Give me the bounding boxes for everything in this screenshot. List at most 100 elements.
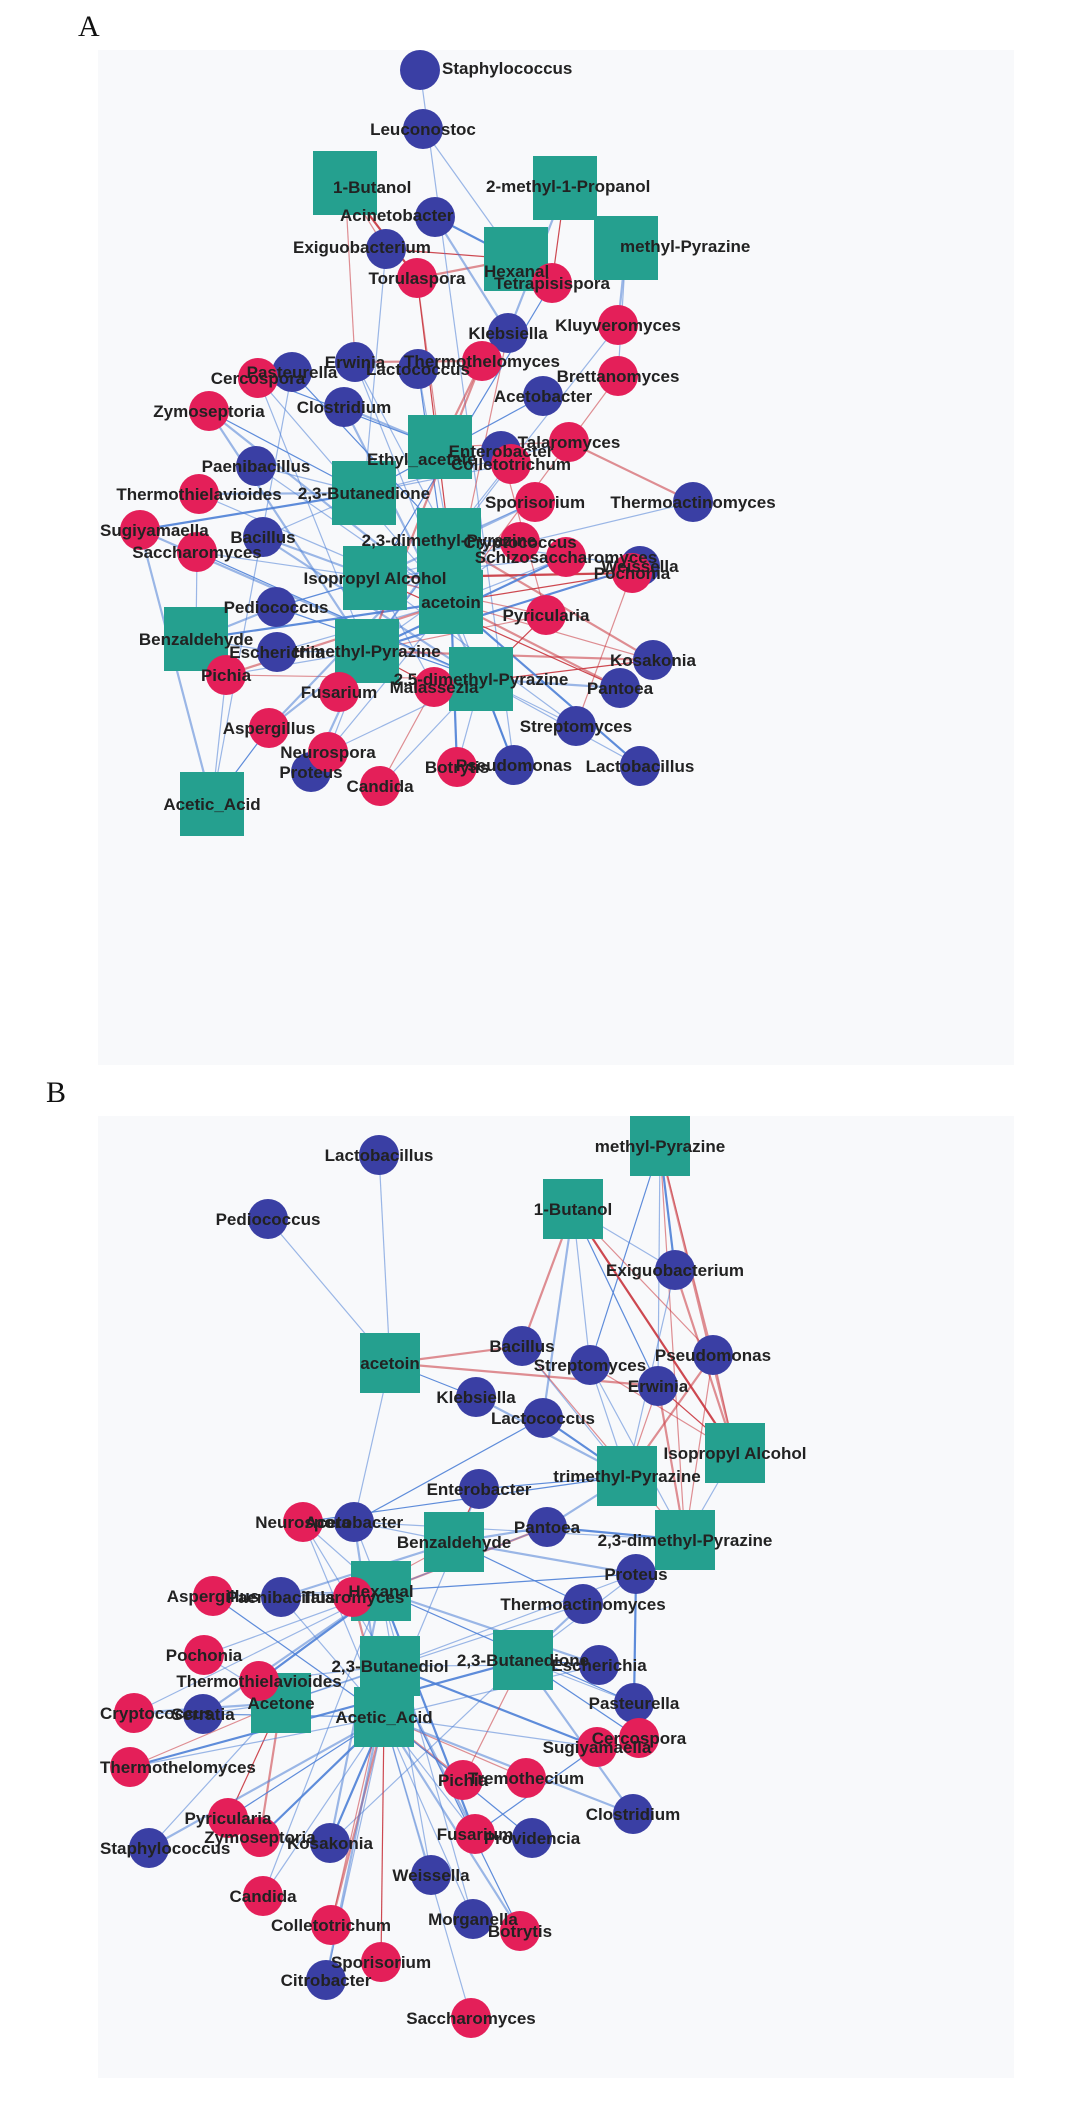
fungi-node-cryptococcus [114,1693,154,1733]
compound-node-methyl-pyrazine [630,1116,690,1176]
node-label: methyl-Pyrazine [595,1137,725,1156]
bacteria-node-clostridium [324,387,364,427]
bacteria-node-bacillus [502,1326,542,1366]
node-label: Brettanomyces [557,367,680,386]
bacteria-node-pasteurella [614,1683,654,1723]
fungi-node-sporisorium [515,482,555,522]
node-label: Hexanal [348,1582,413,1601]
negative-edge [380,1716,385,1963]
compound-node-2-methyl-1-propanol [533,156,597,220]
fungi-node-torulaspora [397,258,437,298]
node-label: Erwinia [325,353,386,372]
positive-edge [280,1603,584,1704]
compound-node-2-3-dimethyl-pyrazine [655,1510,715,1570]
compound-node-acetic-acid [180,772,244,836]
node-label: Fusarium [437,1825,514,1844]
bacteria-node-acetobacter [334,1502,374,1542]
node-label: Weissella [392,1866,470,1885]
node-label: Sporisorium [331,1953,431,1972]
node-label: Colletotrichum [451,455,571,474]
node-label: Pasteurella [247,363,338,382]
node-label: Thermothielavioides [176,1672,341,1691]
negative-edge [521,1345,686,1541]
node-label: Escherichia [551,1656,647,1675]
fungi-node-talaromyces [333,1577,373,1617]
node-label: Clostridium [586,1805,680,1824]
node-label: Klebsiella [468,324,548,343]
fungi-node-sporisorium [361,1942,401,1982]
positive-edge [448,324,619,541]
bacteria-node-providencia [512,1818,552,1858]
fungi-node-pyricularia [208,1798,248,1838]
node-label: Botrytis [488,1922,552,1941]
node-label: Pichia [438,1771,489,1790]
node-label: Thermothielavioides [116,485,281,504]
compound-node-acetic-acid [354,1687,414,1747]
bacteria-node-lactobacillus [359,1135,399,1175]
compound-node-2-3-butanediol [360,1636,420,1696]
fungi-node-sugiyamaella [120,510,160,550]
node-label: Acetone [247,1694,314,1713]
fungi-node-pichia [443,1760,483,1800]
compound-node-ethyl-acetate [408,415,472,479]
fungi-node-thermothielavioides [179,474,219,514]
bacteria-node-escherichia [257,632,297,672]
node-label: 2-methyl-1-Propanol [486,177,650,196]
bacteria-node-pediococcus [248,1199,288,1239]
panel-label: A [78,10,100,43]
node-label: Kosakonia [287,1834,374,1853]
fungi-node-fusarium [455,1814,495,1854]
fungi-node-brettanomyces [598,356,638,396]
positive-edge [139,491,365,532]
compound-node-2-3-dimethyl-pyrazine [417,508,481,572]
node-label: Exiguobacterium [606,1261,744,1280]
compound-node-1-butanol [313,151,377,215]
node-label: Streptomyces [520,717,632,736]
node-label: Sugiyamaella [100,521,209,540]
node-label: Torulaspora [369,269,467,288]
positive-edge [208,410,452,603]
positive-edge [453,1540,637,1576]
node-label: trimethyl-Pyrazine [293,642,440,661]
fungi-node-zymoseptoria [240,1817,280,1857]
fungi-node-pyricularia [526,595,566,635]
bacteria-node-pseudomonas [494,745,534,785]
node-label: Paenibacillus [227,1588,336,1607]
node-label: trimethyl-Pyrazine [553,1467,700,1486]
positive-edge [589,1145,661,1366]
node-label: Erwinia [628,1377,689,1396]
node-label: Klebsiella [436,1388,516,1407]
node-label: Benzaldehyde [397,1533,511,1552]
node-label: Kluyveromyces [555,316,681,335]
fungi-node-fusarium [319,672,359,712]
positive-edge [383,1716,521,1932]
node-label: Sugiyamaella [543,1738,652,1757]
node-label: Acetic_Acid [163,795,260,814]
fungi-node-cercospora [619,1718,659,1758]
compound-node-acetoin [360,1333,420,1393]
node-label: acetoin [421,593,481,612]
compound-node-acetoin [419,570,483,634]
bacteria-node-paenibacillus [236,446,276,486]
node-label: Enterobacter [449,442,554,461]
node-label: Pyricularia [503,606,590,625]
node-label: Fusarium [301,683,378,702]
node-label: 1-Butanol [534,1200,612,1219]
bacteria-node-pediococcus [256,587,296,627]
node-label: Acetic_Acid [335,1708,432,1727]
bacteria-node-clostridium [613,1794,653,1834]
node-label: Pantoea [587,679,654,698]
node-label: Zymoseptoria [153,402,265,421]
fungi-node-neurospora [283,1502,323,1542]
bacteria-node-klebsiella [456,1377,496,1417]
node-label: Exiguobacterium [293,238,431,257]
bacteria-node-klebsiella [488,313,528,353]
negative-edge [374,577,621,689]
labels: methyl-Pyrazine1-ButanolacetoinIsopropyl… [100,1137,806,2028]
node-label: Neurospora [255,1513,351,1532]
fungi-node-schizosaccharomyces [546,537,586,577]
